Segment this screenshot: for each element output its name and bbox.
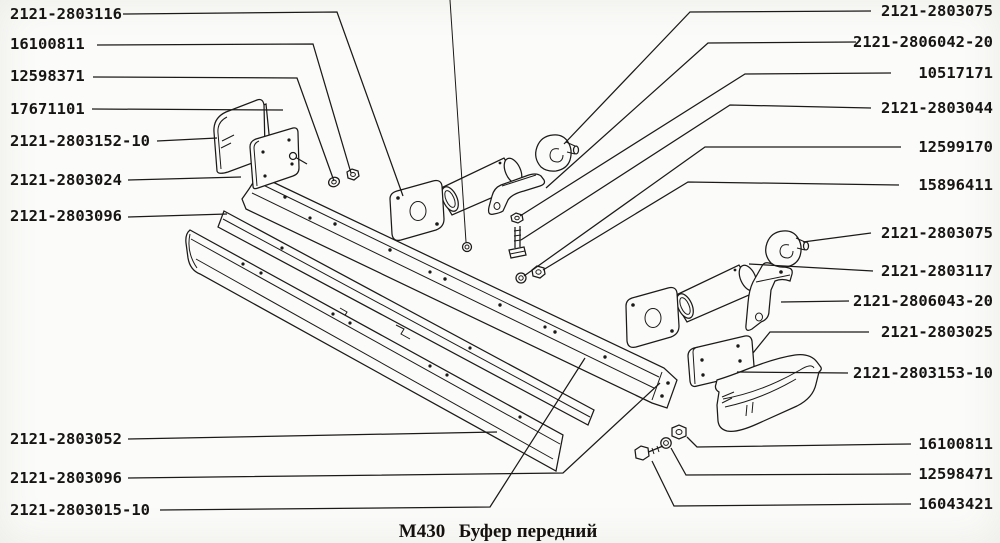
part-label: 12598371 bbox=[10, 67, 85, 85]
leader-lines-left bbox=[91, 11, 661, 511]
part-label: 2121-2803075 bbox=[881, 224, 993, 242]
part-claw-bracket-center bbox=[487, 173, 546, 215]
part-label: 2121-2803096 bbox=[10, 207, 122, 225]
part-washer-bottom-right bbox=[660, 437, 672, 449]
part-label: 2121-2803153-10 bbox=[853, 364, 993, 382]
part-mounting-plate bbox=[249, 127, 300, 190]
part-center-tube-assembly bbox=[389, 157, 523, 241]
part-label: 2121-2803096 bbox=[10, 469, 122, 487]
part-label: 16100811 bbox=[10, 35, 85, 53]
part-nut-center-lower bbox=[531, 265, 546, 279]
part-label: 2121-2803025 bbox=[881, 323, 993, 341]
part-bumper-reinforcement-bar bbox=[241, 174, 678, 409]
leader-lines-right bbox=[519, 10, 912, 507]
part-corner-cover-right bbox=[714, 354, 822, 432]
part-nut-left bbox=[346, 168, 360, 181]
drawing-code: М430 bbox=[399, 521, 445, 542]
part-nut-bottom-right bbox=[671, 424, 687, 440]
part-label: 15896411 bbox=[918, 176, 993, 194]
part-label: 2121-2803152-10 bbox=[10, 132, 150, 150]
part-label: 2121-2806043-20 bbox=[853, 292, 993, 310]
part-label: 12599170 bbox=[918, 138, 993, 156]
part-label: 2121-2803052 bbox=[10, 430, 122, 448]
drawing-name: Буфер передний bbox=[459, 521, 598, 542]
part-bolt-bottom-right bbox=[634, 445, 664, 461]
part-bolt-center bbox=[508, 226, 527, 259]
drawing-title: М430 Буфер передний bbox=[399, 521, 598, 542]
part-bumper-shell bbox=[185, 229, 564, 472]
part-label: 2121-2803024 bbox=[10, 171, 122, 189]
part-buffer-cap-right bbox=[765, 230, 810, 268]
part-label: 2121-2803117 bbox=[881, 262, 993, 280]
part-small-bolt bbox=[288, 151, 308, 165]
callout-labels-left: 2121-2803116 16100811 12598371 17671101 … bbox=[10, 5, 150, 519]
part-label: 2121-2803116 bbox=[10, 5, 122, 23]
part-label: 17671101 bbox=[10, 100, 85, 118]
part-nut-center-upper bbox=[510, 212, 524, 224]
part-label: 2121-2803044 bbox=[881, 99, 993, 117]
part-label: 16043421 bbox=[918, 495, 993, 513]
part-label: 2121-2803075 bbox=[881, 2, 993, 20]
part-label: 10517171 bbox=[918, 64, 993, 82]
part-buffer-cap-center bbox=[535, 134, 580, 172]
part-label: 2121-2803015-10 bbox=[10, 501, 150, 519]
part-spring-washer-left bbox=[327, 176, 341, 188]
part-right-tube-assembly bbox=[625, 264, 758, 348]
part-washer-mid bbox=[449, 0, 473, 253]
part-label: 12598471 bbox=[918, 465, 993, 483]
part-label: 16100811 bbox=[918, 435, 993, 453]
part-washer-center bbox=[515, 272, 527, 284]
part-label: 2121-2806042-20 bbox=[853, 33, 993, 51]
callout-labels-right: 2121-2803075 2121-2806042-20 10517171 21… bbox=[853, 2, 993, 513]
